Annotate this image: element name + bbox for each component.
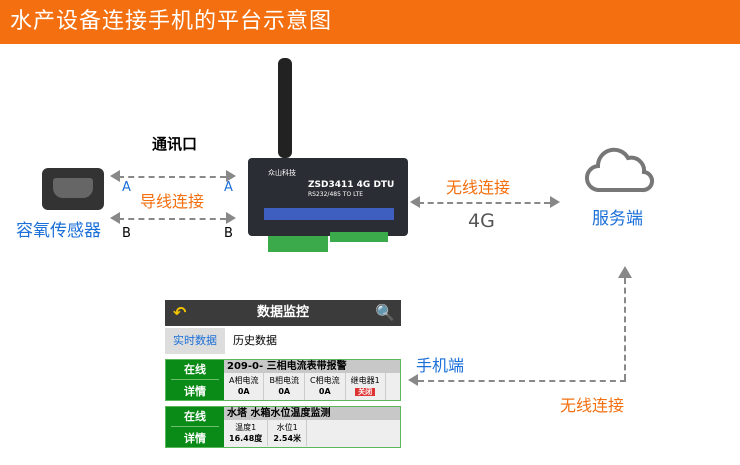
arrow-icon xyxy=(408,374,418,386)
connector-line xyxy=(624,278,626,380)
terminal-block xyxy=(268,236,328,252)
pin-a-left: A xyxy=(122,180,131,195)
arrow-icon xyxy=(110,170,120,182)
status-badge: 在线 xyxy=(184,410,206,424)
status-badge: 在线 xyxy=(184,363,206,377)
cloud-icon xyxy=(585,147,654,193)
phone-title-bar: ↶ 数据监控 🔍 xyxy=(165,300,401,326)
port-label: 通讯口 xyxy=(152,135,198,153)
device-subtitle: RS232/485 TO LTE xyxy=(308,191,364,198)
wireless-label-2: 无线连接 xyxy=(560,396,625,415)
dtu-device: 众山科技 ZSD3411 4G DTU RS232/485 TO LTE xyxy=(248,158,408,236)
phone-title: 数据监控 xyxy=(256,305,309,320)
arrow-icon xyxy=(110,212,120,224)
terminal-block xyxy=(330,232,388,242)
detail-link[interactable]: 详情 xyxy=(184,384,206,398)
phone-screen: ↶ 数据监控 🔍 实时数据 历史数据 在线详情 209-0- 三相电流表带报警 … xyxy=(165,300,401,448)
wire-label: 导线连接 xyxy=(140,192,205,211)
connector-line xyxy=(118,176,226,178)
serial-port-icon xyxy=(42,168,104,210)
connector-line xyxy=(418,202,550,204)
arrow-icon xyxy=(410,196,420,208)
back-icon[interactable]: ↶ xyxy=(173,303,187,322)
device-model: ZSD3411 4G DTU xyxy=(308,180,395,190)
network-label: 4G xyxy=(468,210,495,232)
pin-b-left: B xyxy=(122,226,131,241)
wireless-label: 无线连接 xyxy=(446,178,511,197)
card-title: 209-0- 三相电流表带报警 xyxy=(224,360,400,373)
connector-line xyxy=(418,380,626,382)
phone-label: 手机端 xyxy=(416,356,465,375)
relay-off-button[interactable]: 关闭 xyxy=(355,388,376,396)
antenna xyxy=(278,58,292,158)
arrow-icon xyxy=(226,170,236,182)
card-title: 水塔 水箱水位温度监测 xyxy=(224,407,400,420)
arrow-icon xyxy=(226,212,236,224)
search-icon[interactable]: 🔍 xyxy=(375,303,395,322)
pin-b-right: B xyxy=(224,226,233,241)
arrow-icon xyxy=(618,266,632,278)
tab-realtime[interactable]: 实时数据 xyxy=(165,328,225,354)
pin-a-right: A xyxy=(224,180,233,195)
arrow-icon xyxy=(550,196,560,208)
connector-line xyxy=(118,218,226,220)
detail-link[interactable]: 详情 xyxy=(184,431,206,445)
page-title: 水产设备连接手机的平台示意图 xyxy=(0,0,740,44)
tab-history[interactable]: 历史数据 xyxy=(233,334,277,347)
server-label: 服务端 xyxy=(592,209,643,229)
device-brand: 众山科技 xyxy=(268,169,296,177)
sensor-label: 容氧传感器 xyxy=(16,221,101,241)
